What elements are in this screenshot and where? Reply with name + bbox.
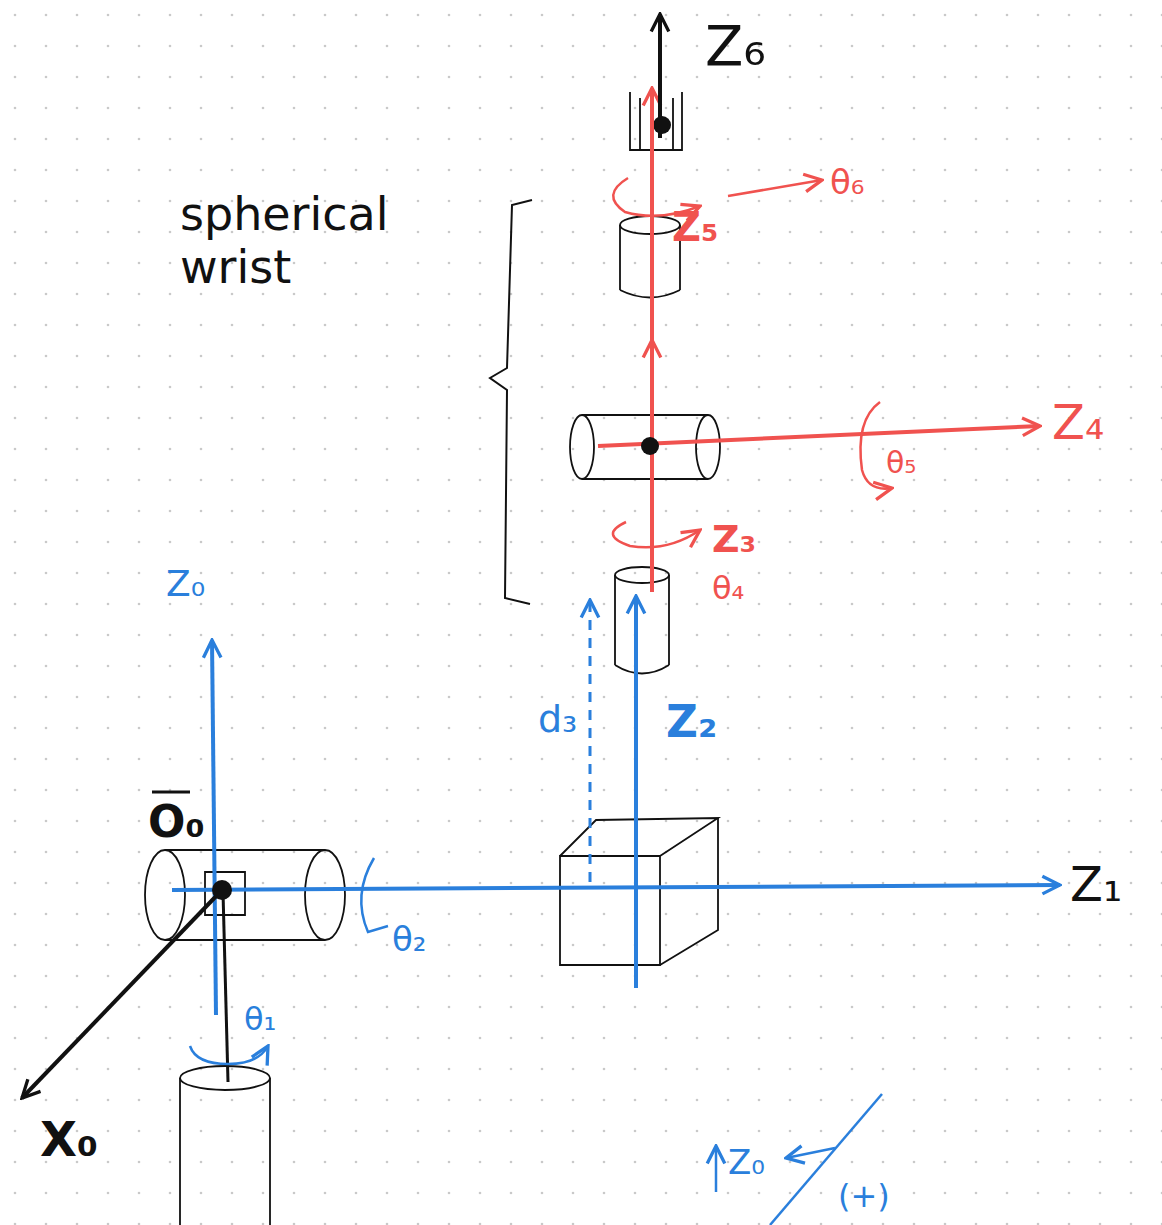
sign-note: (+) <box>838 1180 890 1212</box>
axis-z5 <box>650 88 654 340</box>
axis-z3 <box>650 340 654 592</box>
inner-block <box>205 872 245 915</box>
axis-label: Z₆ <box>705 18 766 74</box>
axis-label: Z₄ <box>1052 398 1104 446</box>
cylinder-top <box>615 567 669 583</box>
cylinder-end <box>145 850 185 940</box>
axis-z1 <box>172 885 1060 890</box>
axis-z4 <box>598 426 1040 446</box>
base-axes <box>172 596 1060 1225</box>
joint-variable: θ₅ <box>886 448 916 478</box>
box-top <box>560 818 718 856</box>
cylinder-body <box>180 1078 270 1225</box>
cylinder-end <box>570 415 594 479</box>
axis-z0 <box>212 640 216 1015</box>
base-shaft <box>223 892 228 1082</box>
axis-label: Z₅ <box>672 207 719 247</box>
joint-variable: θ₆ <box>830 165 864 199</box>
joint-variable: θ₁ <box>244 1003 276 1035</box>
axis-label: X₀ <box>40 1115 98 1163</box>
gripper-jaws <box>640 98 673 150</box>
rotation-curl <box>613 522 700 547</box>
axis-label: Z₀ <box>166 566 205 602</box>
wrist-axes <box>598 88 1040 592</box>
cylinder-end <box>305 850 345 940</box>
axis-z2 <box>634 596 638 988</box>
group-label: spherical wrist <box>180 188 480 294</box>
displacement-arrow <box>589 600 592 882</box>
base-cylinder <box>180 1066 270 1225</box>
overline-mark <box>152 791 190 794</box>
wrist-cylinder <box>570 415 720 479</box>
axis-label: Z₀ <box>728 1145 765 1179</box>
sign-sketch-arrow <box>786 1148 835 1158</box>
joint-cylinder <box>145 850 345 940</box>
cylinder-end <box>696 415 720 479</box>
joint-dot <box>641 437 659 455</box>
axis-label: Z₁ <box>1070 860 1122 908</box>
origin-dot <box>212 880 232 900</box>
sign-sketch-axis <box>715 1146 718 1192</box>
wrist-cylinder <box>615 567 669 674</box>
cylinder-top <box>180 1066 270 1090</box>
gripper-outline <box>630 92 682 150</box>
box-front <box>560 856 660 965</box>
box-side <box>660 818 718 965</box>
rotation-curl <box>361 858 388 932</box>
cylinder-body <box>615 575 669 674</box>
axis-x0 <box>22 890 222 1098</box>
prismatic-box <box>560 818 718 965</box>
axis-z6 <box>658 14 662 138</box>
joint-variable: θ₂ <box>392 922 426 956</box>
gripper <box>630 92 682 150</box>
joint-variable: d₃ <box>538 700 577 738</box>
wrist-brace <box>490 200 532 604</box>
axis-label: Z₃ <box>712 520 756 558</box>
origin-label: O₀ <box>148 800 205 844</box>
axis-label: Z₂ <box>666 700 717 744</box>
joint-variable: θ₄ <box>712 572 744 604</box>
leader-line <box>728 180 822 196</box>
rotation-curl <box>190 1046 268 1064</box>
